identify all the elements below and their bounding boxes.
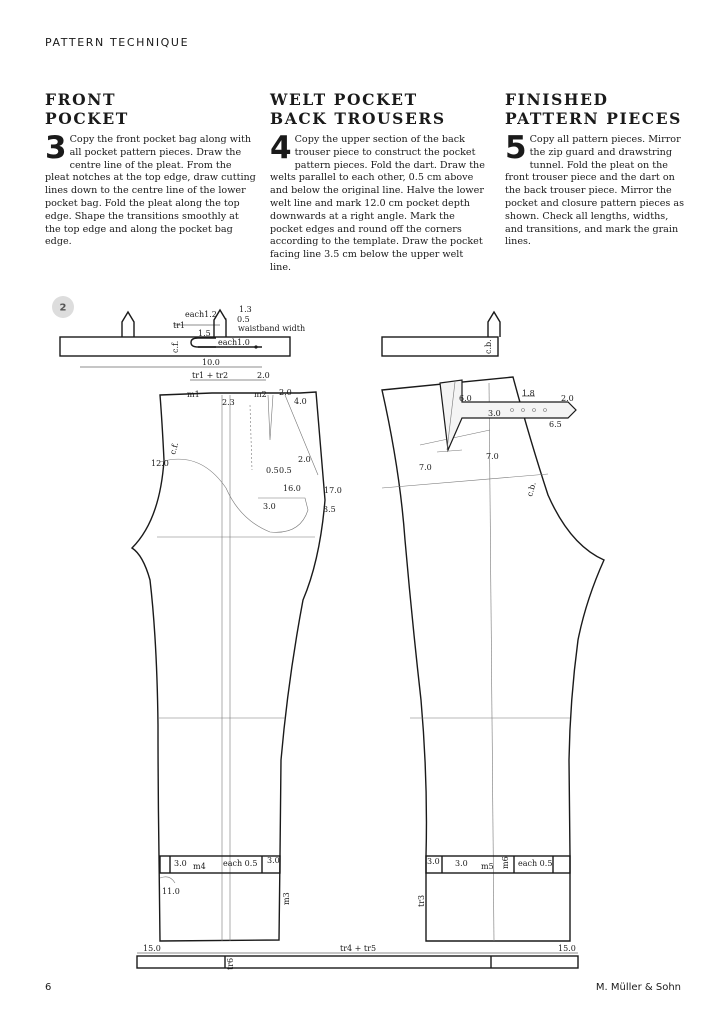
label-waistband-width: waistband width [238,324,305,333]
label-16-0: 16.0 [283,484,301,493]
label-7-0-right: 7.0 [486,452,499,461]
label-each-1-2: each1.2 [185,310,217,319]
label-m6: m6 [501,856,510,869]
step-number: 4 [270,130,292,166]
label-10-0: 10.0 [202,358,220,367]
label-tr1-tr2: tr1 + tr2 [192,371,228,380]
label-4-0: 4.0 [294,397,307,406]
label-6-0: 6.0 [459,394,472,403]
label-7-0-left: 7.0 [419,463,432,472]
label-cb-waistband: c.b. [484,339,493,354]
label-2-0-top: 2.0 [279,388,292,397]
label-0-5-right: 0.5 [279,466,292,475]
figure-badge: 2 [52,296,74,318]
label-tr3: tr3 [417,895,426,907]
front-waistband: each1.2 1.3 0.5 tr1 waistband width 1.5 … [59,305,305,381]
label-m1: m1 [187,390,200,399]
label-0-5-left: 0.5 [266,466,279,475]
label-12-0: 12.0 [151,459,169,468]
label-hem-3-0-right: 3.0 [267,856,280,865]
back-trouser-piece: 6.0 1.8 2.0 3.0 6.5 7.0 7.0 c.b. 3.0 3.0… [381,376,605,942]
label-15-0-left: 15.0 [143,944,161,953]
label-2-0-waistband: 2.0 [257,371,270,380]
label-3-0: 3.0 [263,502,276,511]
label-tr4-tr5: tr4 + tr5 [340,944,376,953]
label-0-5: 0.5 [237,315,250,324]
label-2-3: 2.3 [222,398,235,407]
label-17-0: 17.0 [324,486,342,495]
label-m5: m5 [481,862,494,871]
step-number: 5 [505,130,527,166]
label-hem-3-0-left: 3.0 [174,859,187,868]
label-3-0-back: 3.0 [488,409,501,418]
label-15-0-right: 15.0 [558,944,576,953]
label-cf-waistband: c.f. [171,341,180,353]
label-cf-front: c.f. [168,441,180,455]
drawstring-tunnel: 15.0 tr4 + tr5 15.0 tr6 [136,944,579,970]
label-tr1: tr1 [173,321,185,330]
label-1-5: 1.5 [198,329,211,338]
running-head: PATTERN TECHNIQUE [45,36,190,49]
label-each-1-0: each1.0 [218,338,250,347]
front-trouser-piece: m1 2.3 m2 2.0 4.0 c.f. 12.0 2.0 0.5 0.5 … [130,388,342,942]
label-m3: m3 [282,892,291,905]
label-m2: m2 [254,390,267,399]
page-number: 6 [45,982,52,993]
label-each-0-5-back: each 0.5 [518,859,552,868]
back-waistband: c.b. [381,310,501,357]
label-11-0: 11.0 [162,887,180,896]
label-6-5: 6.5 [549,420,562,429]
label-1-8: 1.8 [522,389,535,398]
label-2-0-side: 2.0 [298,455,311,464]
label-hem-3-0-b: 3.0 [455,859,468,868]
step-number: 3 [45,130,67,166]
label-each-0-5-front: each 0.5 [223,859,257,868]
label-m4: m4 [193,862,206,871]
label-hem-3-0-a: 3.0 [427,857,440,866]
label-3-5: 3.5 [323,505,336,514]
publisher: M. Müller & Sohn [595,982,681,993]
label-cb-back: c.b. [525,481,537,498]
label-2-0-back: 2.0 [561,394,574,403]
label-1-3: 1.3 [239,305,252,314]
svg-text:2: 2 [60,303,67,314]
label-tr6: tr6 [226,958,235,970]
